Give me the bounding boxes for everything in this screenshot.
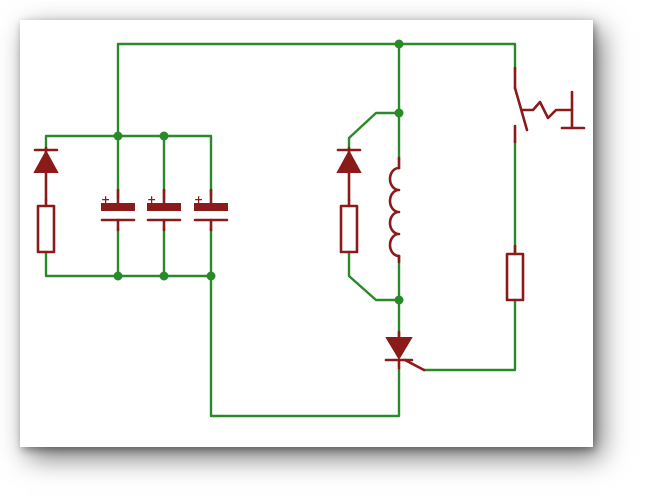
junction-center-lower bbox=[394, 295, 404, 305]
diode-left bbox=[33, 146, 59, 202]
capacitor-1: + bbox=[100, 188, 136, 232]
capacitor-2-plus-mark: + bbox=[147, 193, 156, 206]
wire-top-rail bbox=[116, 42, 517, 138]
thyristor bbox=[384, 330, 426, 372]
wire-bottom-return bbox=[209, 274, 401, 418]
push-switch bbox=[513, 66, 586, 144]
junction-center-upper bbox=[394, 108, 404, 118]
wire-right-gate bbox=[422, 298, 517, 372]
inductor-coil bbox=[388, 156, 401, 264]
wire-bypass-bottom bbox=[347, 250, 401, 302]
junction-left-bottom-1 bbox=[113, 271, 123, 281]
capacitor-3-plus-mark: + bbox=[194, 193, 203, 206]
capacitor-2: + bbox=[146, 188, 182, 232]
resistor-left bbox=[36, 198, 56, 254]
wire-bypass-top bbox=[347, 111, 401, 150]
wire-left-top-bus bbox=[44, 134, 213, 198]
capacitor-1-plus-mark: + bbox=[101, 193, 110, 206]
junctions bbox=[113, 39, 404, 305]
resistor-right bbox=[505, 244, 525, 302]
resistor-center bbox=[339, 198, 359, 254]
junction-top-center bbox=[394, 39, 404, 49]
junction-left-bottom-2 bbox=[159, 271, 169, 281]
junction-left-bottom-3 bbox=[206, 271, 216, 281]
wires bbox=[44, 42, 517, 418]
diode-center bbox=[336, 146, 362, 202]
junction-left-top-1 bbox=[113, 131, 123, 141]
capacitor-3: + bbox=[193, 188, 229, 232]
wire-left-bottom-bus bbox=[44, 250, 213, 278]
schematic-paper bbox=[20, 20, 593, 447]
junction-left-top-2 bbox=[159, 131, 169, 141]
